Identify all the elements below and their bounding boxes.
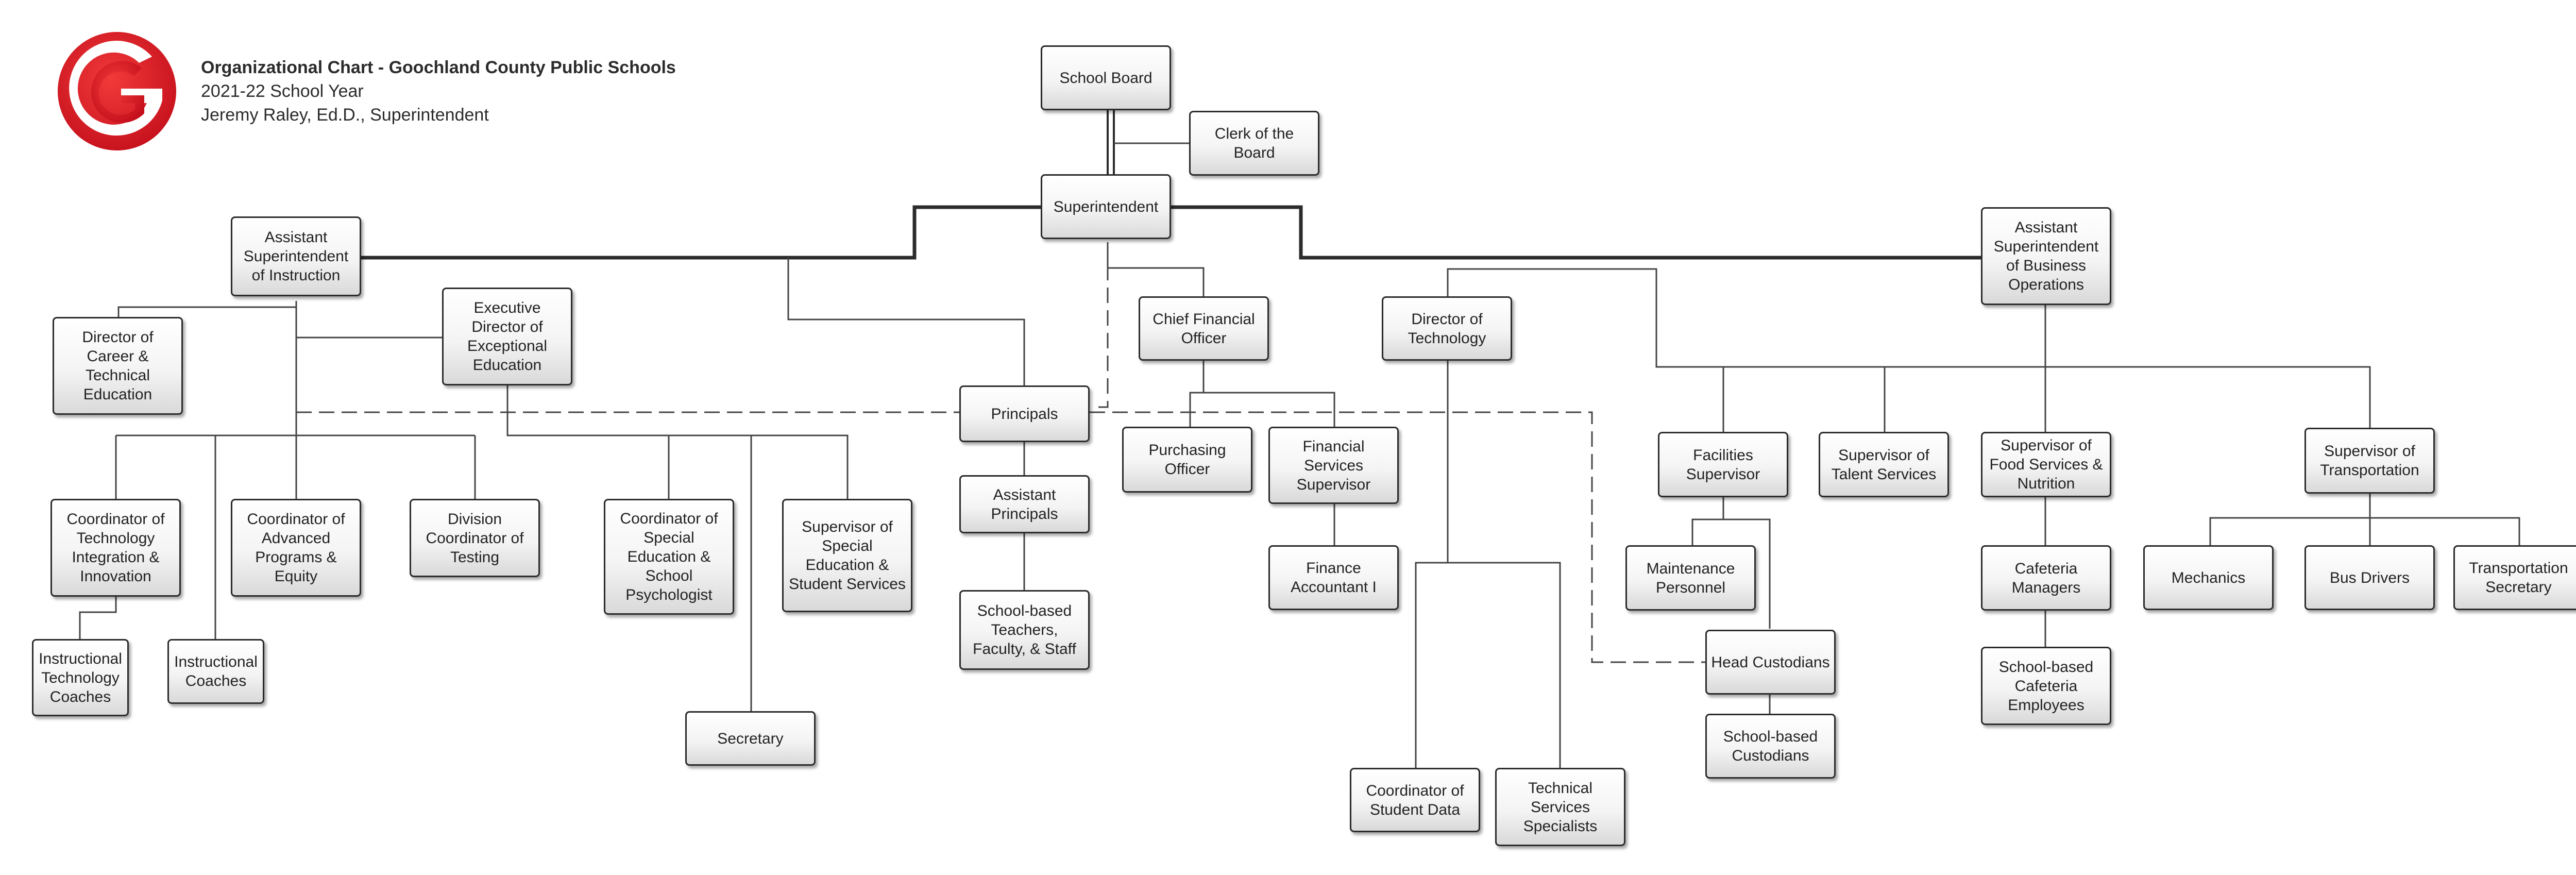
connector-exceptional-row bbox=[506, 385, 849, 711]
node-coord-advanced[interactable]: Coordinator of Advanced Programs & Equit… bbox=[231, 499, 361, 597]
superintendent-name: Jeremy Raley, Ed.D., Superintendent bbox=[201, 105, 489, 125]
node-cfo[interactable]: Chief Financial Officer bbox=[1139, 296, 1269, 361]
connector-dir-tech-top bbox=[1447, 268, 2371, 428]
connector-transport bbox=[2209, 494, 2520, 545]
connector-instr-row bbox=[115, 434, 476, 639]
goochland-logo bbox=[58, 32, 176, 150]
node-cafeteria-managers[interactable]: Cafeteria Managers bbox=[1981, 545, 2111, 611]
node-coord-student-data[interactable]: Coordinator of Student Data bbox=[1350, 768, 1480, 832]
node-coord-tech[interactable]: Coordinator of Technology Integration & … bbox=[50, 499, 181, 597]
node-food[interactable]: Supervisor of Food Services & Nutrition bbox=[1981, 432, 2111, 497]
node-superintendent[interactable]: Superintendent bbox=[1041, 174, 1171, 239]
node-mechanics[interactable]: Mechanics bbox=[2143, 545, 2274, 610]
connector-business-row bbox=[1722, 304, 2046, 432]
chart-title: Organizational Chart - Goochland County … bbox=[201, 58, 676, 77]
node-talent[interactable]: Supervisor of Talent Services bbox=[1819, 432, 1949, 497]
node-secretary[interactable]: Secretary bbox=[685, 711, 816, 766]
node-principals[interactable]: Principals bbox=[959, 385, 1090, 442]
node-bus-drivers[interactable]: Bus Drivers bbox=[2304, 545, 2435, 610]
connector-facilities bbox=[1691, 497, 1771, 714]
chart-header: Organizational Chart - Goochland County … bbox=[201, 56, 676, 127]
node-dir-career[interactable]: Director of Career & Technical Education bbox=[53, 317, 183, 415]
node-head-custodians[interactable]: Head Custodians bbox=[1705, 630, 1836, 695]
connector-instr-exceptional bbox=[295, 301, 442, 339]
node-school-custodians[interactable]: School-based Custodians bbox=[1705, 714, 1836, 779]
connector-super-cfo bbox=[1107, 242, 1205, 296]
node-school-teachers[interactable]: School-based Teachers, Faculty, & Staff bbox=[959, 590, 1090, 670]
connector-super-principals bbox=[787, 258, 1025, 385]
node-asst-principals[interactable]: Assistant Principals bbox=[959, 475, 1090, 533]
node-coord-sped[interactable]: Coordinator of Special Education & Schoo… bbox=[604, 499, 734, 615]
connector-asst-instruction bbox=[361, 205, 1043, 260]
node-dir-tech[interactable]: Director of Technology bbox=[1382, 296, 1512, 361]
node-fin-services[interactable]: Financial Services Supervisor bbox=[1268, 427, 1399, 504]
node-div-testing[interactable]: Division Coordinator of Testing bbox=[410, 499, 540, 577]
node-sup-sped[interactable]: Supervisor of Special Education & Studen… bbox=[782, 499, 912, 612]
connector-board-super bbox=[1107, 110, 1115, 174]
node-transportation[interactable]: Supervisor of Transportation bbox=[2304, 428, 2435, 494]
node-school-board[interactable]: School Board bbox=[1041, 45, 1171, 110]
school-year: 2021-22 School Year bbox=[201, 81, 364, 101]
node-inst-tech-coaches[interactable]: Instructional Technology Coaches bbox=[32, 639, 129, 716]
node-asst-instruction[interactable]: Assistant Superintendent of Instruction bbox=[231, 216, 361, 296]
connector-super-dashed bbox=[1093, 242, 1109, 408]
node-clerk[interactable]: Clerk of the Board bbox=[1189, 111, 1319, 176]
connector-dashed-long bbox=[296, 411, 1705, 663]
node-inst-coaches[interactable]: Instructional Coaches bbox=[167, 639, 264, 704]
connector-instr-career bbox=[117, 301, 297, 317]
node-cafeteria-employees[interactable]: School-based Cafeteria Employees bbox=[1981, 647, 2111, 725]
connector-asst-business bbox=[1170, 205, 1981, 260]
node-purchasing[interactable]: Purchasing Officer bbox=[1122, 427, 1252, 493]
node-maintenance[interactable]: Maintenance Personnel bbox=[1625, 545, 1756, 611]
node-fin-accountant[interactable]: Finance Accountant I bbox=[1268, 545, 1399, 610]
node-asst-business[interactable]: Assistant Superintendent of Business Ope… bbox=[1981, 207, 2111, 305]
node-tech-specialists[interactable]: Technical Services Specialists bbox=[1495, 768, 1625, 846]
node-facilities[interactable]: Facilities Supervisor bbox=[1658, 432, 1788, 497]
connector-cfo-row bbox=[1189, 361, 1335, 545]
node-transport-secretary[interactable]: Transportation Secretary bbox=[2453, 545, 2576, 610]
node-exec-exceptional[interactable]: Executive Director of Exceptional Educat… bbox=[442, 288, 572, 385]
connector-tech bbox=[1415, 361, 1561, 768]
